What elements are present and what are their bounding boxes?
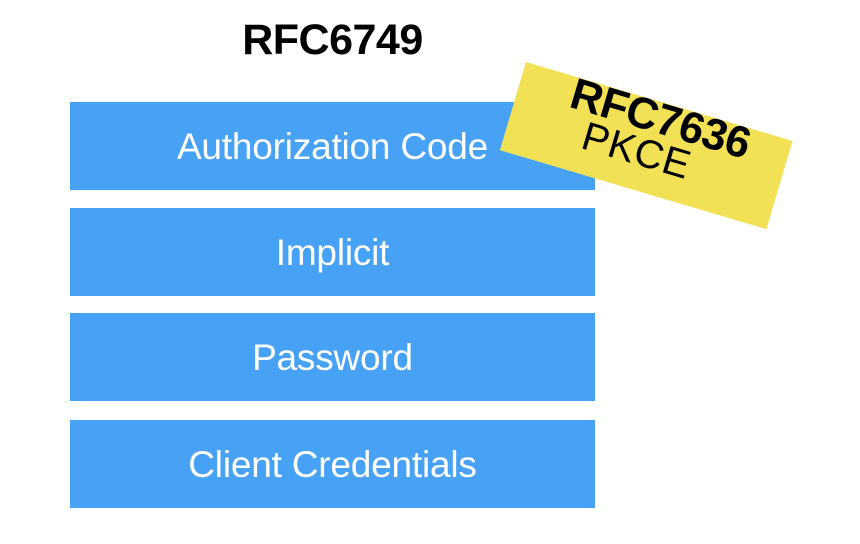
grant-bar-label: Password: [252, 336, 413, 378]
grant-bar-password: Password: [70, 313, 595, 401]
grant-bar-label: Client Credentials: [188, 443, 477, 485]
primary-spec-title: RFC6749: [242, 16, 423, 64]
grant-bar-implicit: Implicit: [70, 208, 595, 296]
grant-bar-label: Authorization Code: [176, 125, 489, 167]
grant-bar-client-credentials: Client Credentials: [70, 420, 595, 508]
grant-bar-label: Implicit: [275, 231, 390, 273]
